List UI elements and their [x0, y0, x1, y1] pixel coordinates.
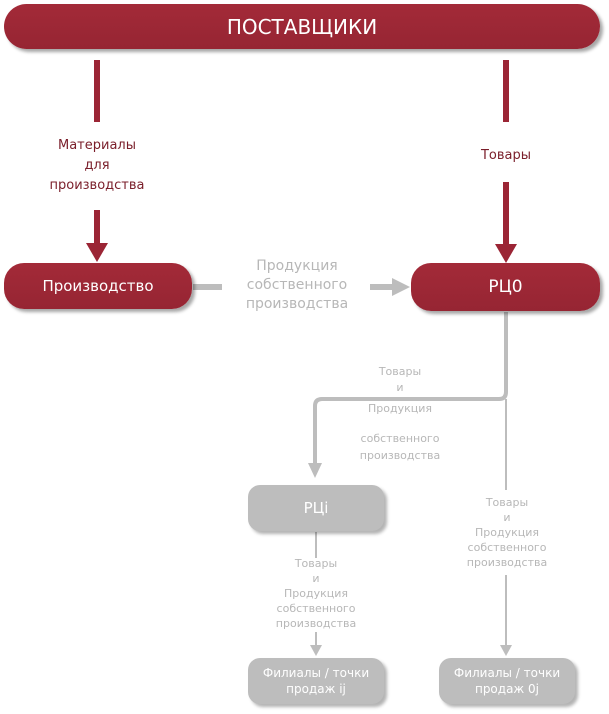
arrow-head-to-production: [86, 243, 108, 262]
arrow-head-to-rci: [308, 463, 322, 478]
connector-rc0-to-rci: [313, 312, 508, 465]
edge-label-rci-to-branches: Товары и Продукция собственного производ…: [275, 557, 357, 630]
edge-label-rc0-to-branches: Товары и Продукция собственного производ…: [466, 496, 548, 569]
node-rci-label: РЦi: [303, 499, 329, 517]
edge-label-materials: Материалы для производства: [49, 138, 145, 193]
node-branches-ij-label: Филиалы / точки продаж ij: [262, 666, 370, 696]
node-suppliers-label: ПОСТАВЩИКИ: [226, 14, 378, 39]
edge-label-rc0-to-rci: Товары и Продукция собственного производ…: [359, 365, 441, 462]
edge-label-own-production: Продукция собственного производства: [245, 258, 349, 312]
node-production-label: Производство: [42, 277, 154, 295]
edge-label-goods: Товары: [480, 148, 532, 163]
arrow-head-to-rc0-gray: [392, 278, 410, 296]
arrow-head-to-rc0: [495, 244, 517, 263]
node-branches-ij: Филиалы / точки продаж ij: [248, 658, 384, 704]
arrow-head-to-branches-ij: [310, 645, 322, 656]
node-production: Производство: [4, 263, 192, 309]
node-rc0: РЦ0: [411, 263, 600, 311]
node-branches-0j: Филиалы / точки продаж 0j: [439, 658, 575, 704]
node-rci: РЦi: [248, 485, 384, 531]
node-suppliers: ПОСТАВЩИКИ: [4, 4, 600, 49]
node-rc0-label: РЦ0: [488, 277, 523, 297]
node-branches-0j-label: Филиалы / точки продаж 0j: [453, 666, 561, 696]
arrow-head-to-branches-0j: [500, 645, 512, 656]
